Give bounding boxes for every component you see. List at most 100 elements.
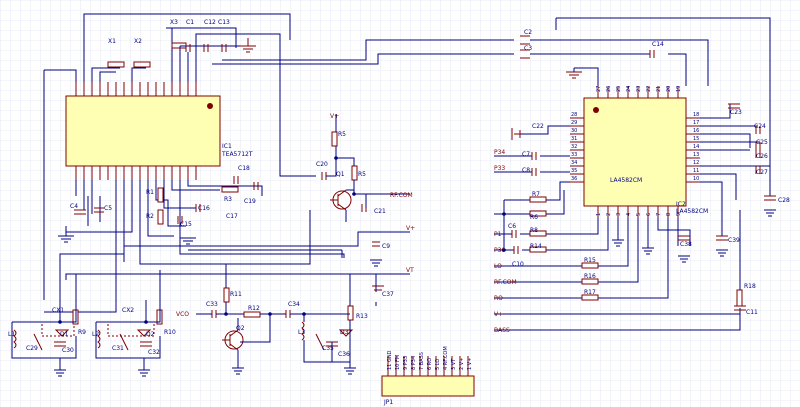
svg-text:1 V+: 1 V+ [467,358,473,370]
x2-label: X2 [134,38,142,45]
jp1-ref: JP1 [383,399,393,406]
r15-label: R15 [584,257,596,264]
svg-text:10 FM: 10 FM [395,355,401,370]
r12-label: R12 [248,305,260,312]
net-p1: P1 [494,231,502,238]
net-vplus-mid: V+ [406,225,415,232]
c5-label: C5 [104,205,112,212]
svg-text:18: 18 [693,112,699,118]
svg-text:25: 25 [616,86,622,92]
r7-label: R7 [532,191,540,198]
x3-label: X3 [170,19,178,26]
ic2-components [511,35,776,311]
c12-label: C12 [204,19,216,26]
c6-label: C6 [508,223,516,230]
r5-label: R5 [358,171,366,178]
svg-text:11 GND: 11 GND [387,350,393,370]
c10-label: C10 [512,261,524,268]
c2-label: C2 [524,29,532,36]
l2-label: L2 [92,331,99,338]
c28-label: C28 [778,197,790,204]
net-vt: VT [406,267,414,274]
c7-label: C7 [522,151,530,158]
c9-label: C9 [382,243,390,250]
svg-text:19: 19 [676,86,682,92]
r11-label: R11 [230,291,242,298]
junction-dots [58,156,506,324]
svg-text:7: 7 [656,213,662,216]
r9-label: R9 [78,329,86,336]
net-vplus-top: V+ [330,113,339,120]
c30-label: C30 [62,347,74,354]
svg-text:24: 24 [626,86,632,92]
r8-label: R8 [530,227,538,234]
svg-text:9: 9 [676,213,682,216]
c1-label: C1 [186,19,194,26]
svg-text:27: 27 [596,86,602,92]
c4-label: C4 [70,203,78,210]
c14-label: C14 [652,41,664,48]
c31-label: C31 [112,345,124,352]
net-rf-com-mid: RF.COM [390,192,413,199]
c11-label: C11 [746,309,758,316]
net-rf-com: RF.COM [494,279,517,286]
svg-text:17: 17 [693,120,699,126]
c32-label: C32 [148,349,160,356]
jp1-connector: JP1 11 GND 10 FM 9 P33 8 P34 7 BASS 6 RO… [381,346,475,406]
svg-text:29: 29 [571,120,577,126]
crystal-x2: X2 [133,38,151,68]
svg-text:23: 23 [636,86,642,92]
svg-text:5 LO: 5 LO [435,359,441,370]
net-p33: P33 [494,165,505,172]
bottom-left-wiring [11,270,161,370]
ic2-pin-numbers: 27 26 25 24 23 22 21 20 19 28 29 30 31 3… [571,86,699,216]
c37-label: C37 [382,291,394,298]
svg-text:14: 14 [693,144,699,150]
svg-text:6: 6 [646,213,652,216]
net-p34: P34 [494,149,505,156]
svg-text:12: 12 [693,160,699,166]
svg-text:36: 36 [571,176,577,182]
ic2-type-body: LA4582CM [610,177,642,184]
q2-label: Q2 [236,325,245,332]
ic2-type: LA4582CM [676,208,708,215]
svg-text:3 VT: 3 VT [451,358,457,370]
svg-text:3: 3 [616,213,622,216]
c8-label: C8 [522,167,530,174]
vco-wiring [196,264,377,368]
svg-text:16: 16 [693,128,699,134]
c3-label: C3 [524,45,532,52]
svg-text:8: 8 [666,213,672,216]
svg-text:1: 1 [596,213,602,216]
net-ro: RO [494,295,503,302]
r18-label: R18 [744,283,756,290]
cx1-label: CX1 [52,307,64,314]
cx2-label: CX2 [122,307,134,314]
c25-label: C25 [756,139,768,146]
d2-label: D2 [146,331,155,338]
r17-label: R17 [584,289,596,296]
c33-label: C33 [206,301,218,308]
svg-text:30: 30 [571,128,577,134]
mid-components [74,131,382,291]
svg-text:2: 2 [606,213,612,216]
svg-text:15: 15 [693,136,699,142]
c23-label: C23 [730,109,742,116]
c35-label: C35 [322,345,334,352]
r1-label: R1 [146,189,154,196]
x1-label: X1 [108,38,116,45]
svg-text:20: 20 [666,86,672,92]
c21-label: C21 [374,208,386,215]
c34-label: C34 [288,301,300,308]
c38-label: C38 [680,241,692,248]
svg-text:6 RO: 6 RO [427,358,433,370]
d1-label: D1 [60,331,69,338]
r16-label: R16 [584,273,596,280]
r10-label: R10 [164,329,176,336]
ic1-wiring [43,13,514,313]
caps-top [185,38,256,53]
c24-label: C24 [754,123,766,130]
ic1-type: TEA5712T [221,151,253,158]
c20-label: C20 [316,161,328,168]
svg-text:26: 26 [606,86,612,92]
